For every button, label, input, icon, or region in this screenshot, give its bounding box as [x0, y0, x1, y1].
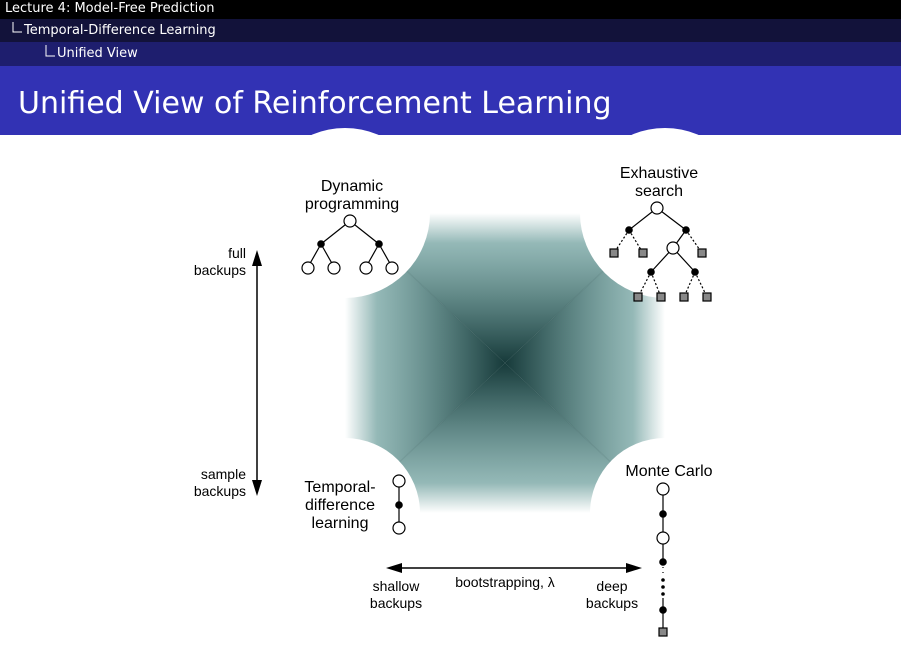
full-backups-label-2: backups	[194, 262, 246, 278]
shallow-backups-label-2: backups	[370, 595, 422, 611]
td-learning-label-1: Temporal-	[304, 479, 375, 496]
td-learning-label-2: difference	[305, 497, 375, 514]
vertical-axis-arrow	[252, 250, 262, 496]
full-backups-label-1: full	[228, 245, 246, 261]
dynamic-programming-label-1: Dynamic	[321, 178, 383, 195]
exhaustive-search-label-1: Exhaustive	[620, 165, 698, 182]
shallow-backups-label-1: shallow	[373, 578, 421, 594]
sample-backups-label-1: sample	[201, 466, 246, 482]
sample-backups-label-2: backups	[194, 483, 246, 499]
horizontal-axis-arrow	[386, 563, 642, 573]
exhaustive-search-label-2: search	[635, 183, 683, 200]
deep-backups-label-1: deep	[596, 578, 627, 594]
td-learning-label-3: learning	[312, 515, 369, 532]
deep-backups-label-2: backups	[586, 595, 638, 611]
bootstrapping-label: bootstrapping, λ	[455, 574, 555, 590]
monte-carlo-label: Monte Carlo	[625, 463, 712, 480]
dynamic-programming-label-2: programming	[305, 196, 399, 213]
